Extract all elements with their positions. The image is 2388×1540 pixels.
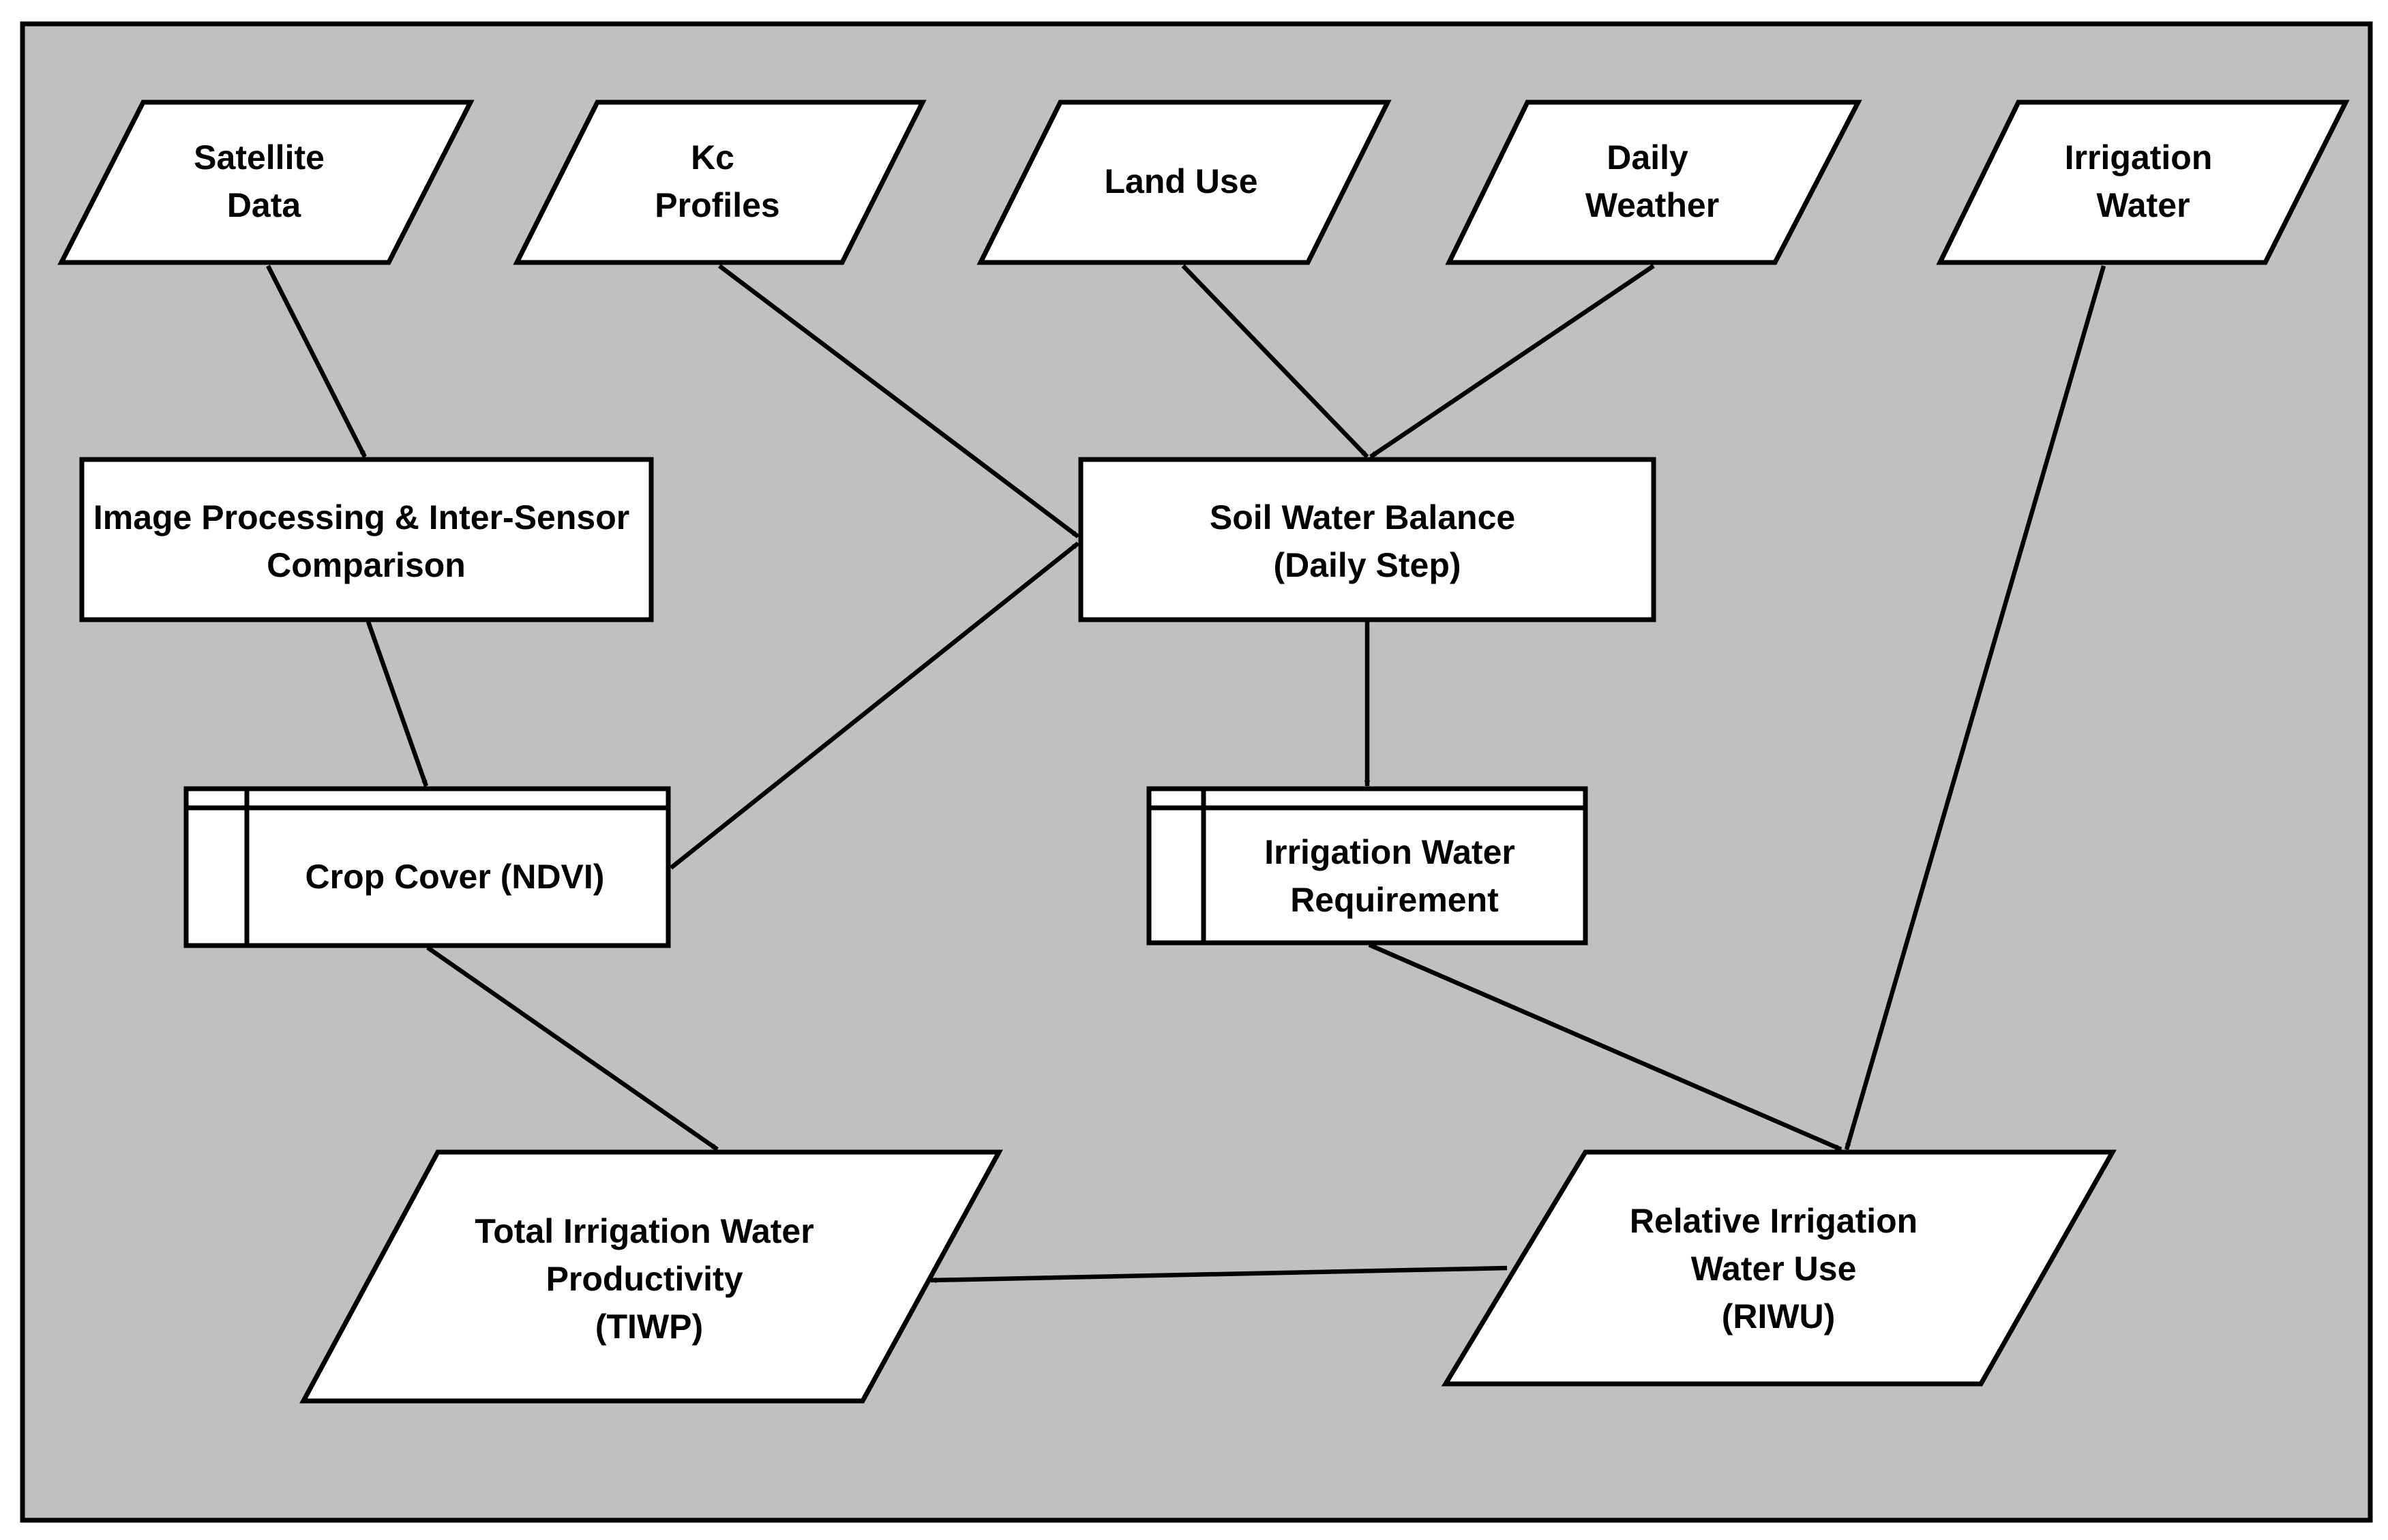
arrow-kc-profiles-to-soil-water-balance [718, 264, 1079, 539]
node-soil-water-balance-label: Soil Water Balance (Daily Step) [1210, 498, 1525, 584]
node-image-processing-label: Image Processing & Inter-Sensor Comparis… [93, 498, 639, 584]
node-satellite-data: Satellite Data [57, 100, 475, 265]
arrow-riwu-to-tiwp [931, 1265, 1508, 1280]
node-kc-profiles-label: Kc Profiles [655, 138, 779, 224]
arrow-crop-cover-to-tiwp [426, 946, 719, 1151]
node-image-processing: Image Processing & Inter-Sensor Comparis… [79, 457, 654, 622]
node-soil-water-balance: Soil Water Balance (Daily Step) [1078, 457, 1656, 622]
arrow-crop-cover-to-soil-water-balance [669, 541, 1080, 870]
node-riwu-label: Relative Irrigation Water Use (RIWU) [1630, 1202, 1927, 1335]
node-daily-weather-label: Daily Weather [1585, 138, 1719, 224]
arrow-image-processing-to-crop-cover [365, 620, 429, 786]
node-daily-weather: Daily Weather [1445, 100, 1862, 265]
edges-layer [266, 264, 2106, 1280]
node-satellite-data-label: Satellite Data [194, 138, 334, 224]
node-crop-cover: Crop Cover (NDVI) [183, 786, 671, 948]
arrow-irrigation-water-requirement-to-riwu [1368, 943, 1841, 1151]
node-irrigation-water-requirement-label: Irrigation Water Requirement [1264, 833, 1525, 919]
arrow-irrigation-water-to-riwu [1844, 265, 2106, 1149]
node-irrigation-water-label: Irrigation Water [2065, 138, 2222, 224]
node-riwu: Relative Irrigation Water Use (RIWU) [1441, 1149, 2117, 1387]
node-land-use: Land Use [976, 100, 1392, 265]
node-irrigation-water-requirement: Irrigation Water Requirement [1146, 786, 1588, 946]
arrow-land-use-to-soil-water-balance [1181, 264, 1369, 459]
node-tiwp-label: Total Irrigation Water Productivity (TIW… [475, 1212, 823, 1346]
arrow-daily-weather-to-soil-water-balance [1369, 264, 1655, 459]
node-tiwp: Total Irrigation Water Productivity (TIW… [299, 1149, 1003, 1404]
node-crop-cover-label: Crop Cover (NDVI) [305, 858, 605, 896]
arrow-satellite-data-to-image-processing [266, 265, 367, 458]
node-land-use-label: Land Use [1104, 162, 1257, 200]
node-kc-profiles: Kc Profiles [513, 100, 927, 265]
node-irrigation-water: Irrigation Water [1936, 100, 2350, 265]
